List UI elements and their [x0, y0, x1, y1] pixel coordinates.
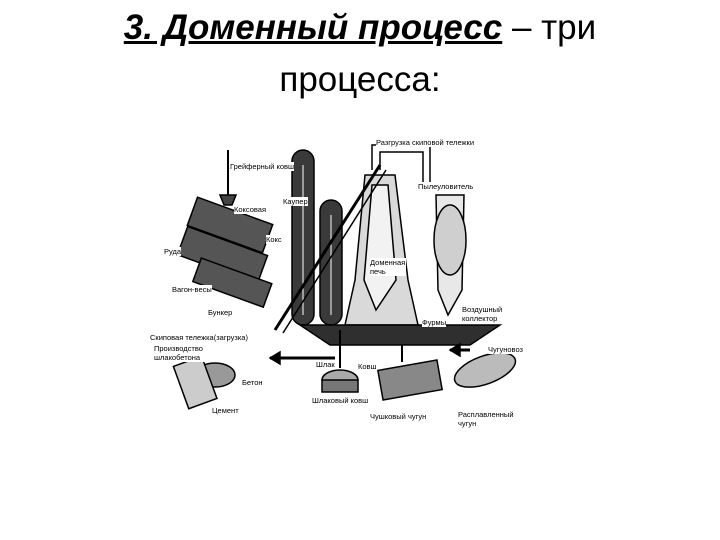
label-cowper: Каупер: [283, 197, 308, 206]
label-coke-oven: Коксовая: [234, 205, 267, 214]
label-coke: Кокс: [266, 235, 282, 244]
page-title: 3. Доменный процесс – три процесса:: [0, 0, 720, 106]
label-slag-concrete: Производство шлакобетона: [154, 344, 214, 362]
hearth-base: [297, 324, 503, 346]
label-blast-furnace: Доменная печь: [370, 258, 406, 276]
diagram-drawing: [172, 144, 517, 410]
furnace-inner: [363, 184, 397, 312]
label-slag: Шлак: [316, 360, 335, 369]
label-tuyeres: Фурмы: [422, 318, 447, 327]
blast-furnace-diagram: Разгрузка скиповой тележки Грейферный ко…: [140, 130, 540, 430]
title-main: 3. Доменный процесс: [123, 8, 503, 47]
label-dust-catcher: Пылеуловитель: [418, 182, 474, 191]
label-concrete: Бетон: [242, 378, 263, 387]
gas-pipe-inner: [379, 151, 424, 190]
label-molten-iron: Расплавленный чугун: [458, 410, 518, 428]
title-rest: – три: [502, 8, 597, 47]
coke-oven-battery: [176, 196, 274, 309]
label-cast-iron-ladle: Чугуновоз: [488, 345, 523, 354]
label-cement: Цемент: [212, 406, 239, 415]
label-grab-bucket: Грейферный ковш: [230, 162, 295, 171]
label-bunker: Бункер: [208, 308, 233, 317]
skip-incline: [273, 164, 382, 331]
label-skip-car: Скиповая тележка(загрузка): [150, 333, 248, 342]
title-line2: процесса:: [279, 60, 441, 99]
torpedo-car: [453, 352, 517, 388]
label-slag-ladle: Шлаковый ковш: [312, 396, 369, 405]
label-ore: Руда: [164, 247, 182, 256]
label-wagon-scales: Вагон-весы: [172, 285, 212, 294]
label-ladle: Ковш: [358, 362, 377, 371]
pig-iron-cars: [376, 359, 444, 401]
label-pig-iron: Чушковый чугун: [370, 412, 427, 421]
label-air-collector: Воздушный коллектор: [462, 305, 512, 323]
label-skip-unload: Разгрузка скиповой тележки: [376, 138, 475, 147]
